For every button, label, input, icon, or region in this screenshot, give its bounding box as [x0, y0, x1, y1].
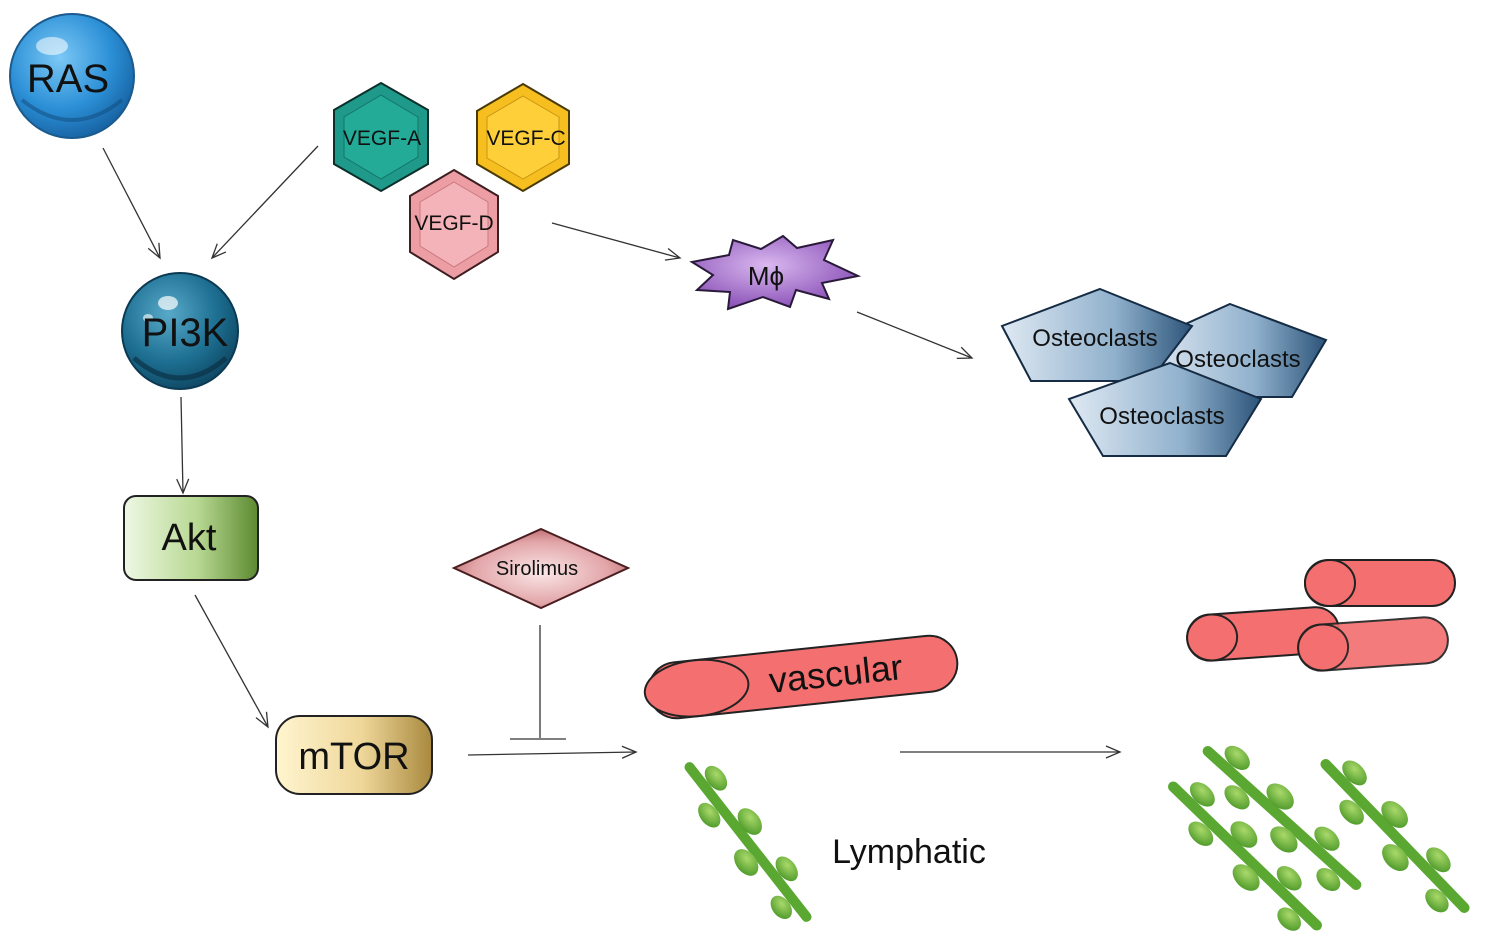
osteoclast-pentagon-3: Osteoclasts: [1067, 361, 1263, 457]
arrow-mtor-to-vessels: [467, 745, 638, 759]
sirolimus-label: Sirolimus: [496, 558, 578, 580]
vegf-c-node: VEGF-C: [476, 82, 570, 193]
akt-label: Akt: [162, 517, 217, 559]
ras-node: RAS: [9, 13, 135, 139]
macrophage-node: Mϕ: [689, 234, 862, 311]
vessel-top: [1304, 559, 1456, 607]
osteoclast-label-1: Osteoclasts: [1032, 325, 1157, 352]
vegf-a-node: VEGF-A: [333, 81, 429, 193]
lymphatic-label: Lymphatic: [832, 833, 986, 871]
arrow-akt-to-mtor: [194, 594, 269, 729]
pi3k-node: PI3K: [121, 272, 239, 390]
arrow-pi3k-to-akt: [176, 396, 190, 495]
arrow-vegf-to-macrophage: [551, 222, 682, 261]
arrow-vegfa-to-pi3k: [210, 145, 319, 260]
lymphatic-vessel: [667, 748, 829, 936]
pi3k-label: PI3K: [142, 311, 229, 355]
vegf-a-label: VEGF-A: [343, 127, 421, 150]
arrow-macrophage-to-osteoclasts: [856, 311, 974, 360]
macrophage-label: Mϕ: [748, 261, 784, 291]
ras-label: RAS: [27, 57, 109, 101]
vegf-d-node: VEGF-D: [409, 168, 499, 281]
vegf-d-label: VEGF-D: [414, 212, 493, 235]
osteoclasts-group: Osteoclasts Osteoclasts Osteoclasts: [1000, 287, 1328, 457]
osteoclast-pentagon-1: Osteoclasts: [1000, 287, 1194, 382]
mtor-node: mTOR: [275, 715, 433, 795]
vegf-c-label: VEGF-C: [486, 127, 565, 150]
sirolimus-node: Sirolimus: [451, 527, 631, 610]
osteoclast-label-2: Osteoclasts: [1175, 346, 1300, 373]
lymphatic-vessels-proliferated: [1151, 729, 1487, 944]
arrows: [102, 145, 1122, 759]
akt-node: Akt: [123, 495, 259, 581]
osteoclast-label-3: Osteoclasts: [1099, 403, 1224, 430]
mtor-label: mTOR: [298, 736, 409, 778]
vessel-middle-right: [1297, 616, 1449, 672]
vascular-vessels-proliferated: [1186, 559, 1456, 672]
arrow-ras-to-pi3k: [102, 147, 161, 260]
vascular-vessel: vascular: [643, 634, 959, 720]
